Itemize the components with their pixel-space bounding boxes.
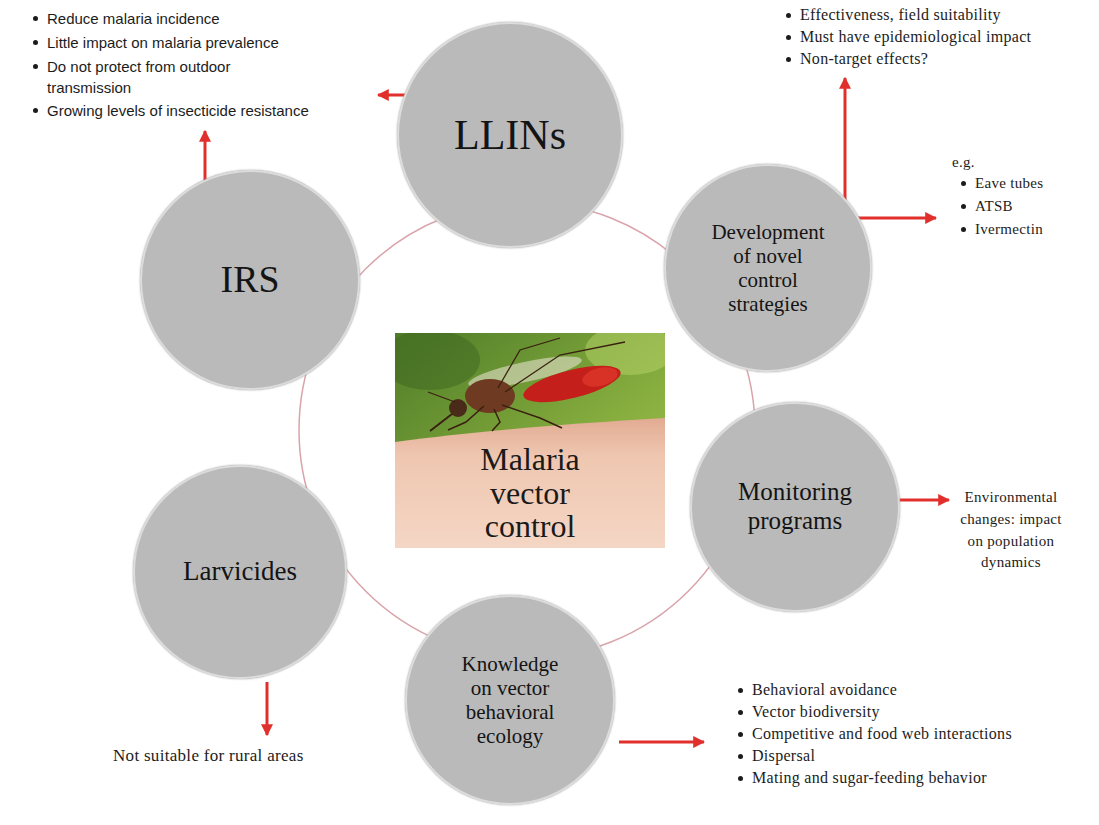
bullet-item: Vector biodiversity	[752, 702, 880, 723]
bullet-item: Dispersal	[752, 746, 815, 767]
text-stack: LLINs	[415, 111, 605, 159]
bullet-item: Behavioral avoidance	[752, 680, 897, 701]
bullet-dot	[738, 732, 743, 737]
method-circle: IRS	[140, 170, 360, 390]
bullet-dot	[33, 108, 38, 113]
text-stack: Larvicides	[150, 556, 330, 587]
bullet-dot	[738, 688, 743, 693]
bullet-item: Mating and sugar-feeding behavior	[752, 768, 987, 789]
circle-label: Knowledge on vector behavioral ecology	[454, 652, 566, 749]
bullet-item: Growing levels of insecticide resistance	[47, 100, 309, 121]
bullet-item: Competitive and food web interactions	[752, 724, 1012, 745]
bullet-item: Reduce malaria incidence	[47, 8, 220, 29]
circle-label: IRS	[155, 258, 345, 301]
bullet-dot	[961, 227, 966, 232]
bullet-dot	[738, 754, 743, 759]
text-stack: IRS	[155, 258, 345, 301]
note-text: Environmental changes: impact on populat…	[955, 487, 1067, 574]
method-circle: Development of novel control strategies	[664, 164, 872, 372]
circle-label: LLINs	[415, 111, 605, 159]
bullet-dot	[738, 776, 743, 781]
mosquito-photo	[395, 333, 665, 548]
note-text: Not suitable for rural areas	[113, 745, 304, 767]
text-stack: Development of novel control strategies	[707, 220, 829, 317]
method-circle: Monitoring programs	[690, 402, 900, 612]
bullet-dot	[961, 181, 966, 186]
circle-label: Monitoring programs	[710, 478, 880, 536]
text-stack: Knowledge on vector behavioral ecology	[454, 652, 566, 749]
bullet-item: Ivermectin	[975, 220, 1043, 240]
bullet-item: ATSB	[975, 197, 1013, 217]
bullet-dot	[33, 64, 38, 69]
bullet-item: Little impact on malaria prevalence	[47, 32, 279, 53]
circle-label: Development of novel control strategies	[707, 220, 829, 317]
bullet-dot	[33, 40, 38, 45]
center-title: Malaria vector control	[455, 443, 605, 544]
method-circle: LLINs	[397, 22, 623, 248]
bullet-dot	[786, 13, 791, 18]
text-stack: Malaria vector control	[455, 443, 605, 544]
bullet-dot	[961, 204, 966, 209]
bullet-item: Effectiveness, field suitability	[800, 5, 1001, 26]
bullet-dot	[786, 35, 791, 40]
method-circle: Knowledge on vector behavioral ecology	[405, 595, 615, 805]
method-circle: Larvicides	[133, 465, 347, 679]
bullet-dot	[738, 710, 743, 715]
bullet-dot	[786, 57, 791, 62]
center-photo-box: Malaria vector control	[395, 333, 665, 548]
bullet-item: Must have epidemiological impact	[800, 27, 1031, 48]
bullet-dot	[33, 16, 38, 21]
bullet-item: Do not protect from outdoor transmission	[47, 56, 287, 98]
text-stack: Monitoring programs	[710, 478, 880, 536]
circle-label: Larvicides	[150, 556, 330, 587]
note-text: e.g.	[952, 153, 975, 173]
bullet-item: Eave tubes	[975, 174, 1043, 194]
bullet-item: Non-target effects?	[800, 49, 928, 70]
